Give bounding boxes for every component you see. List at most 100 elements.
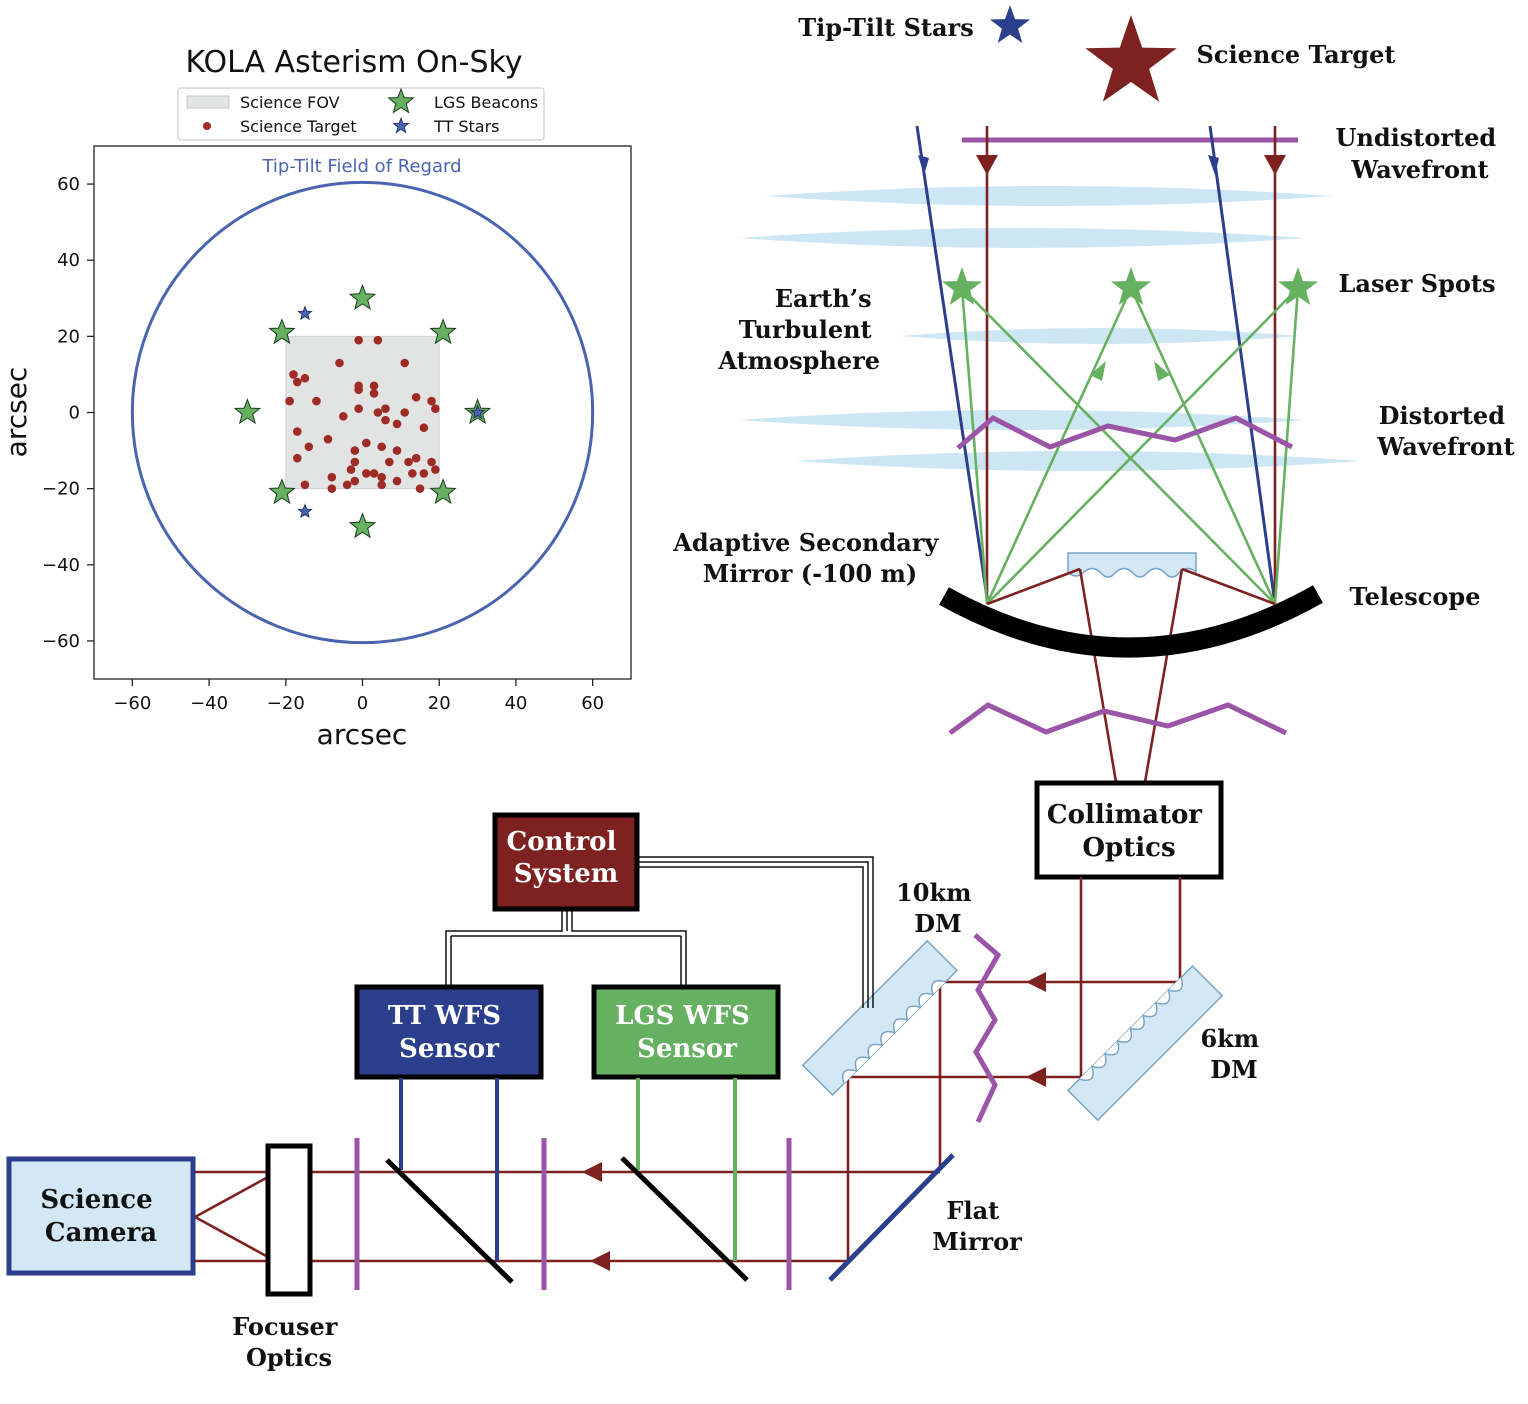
legend-fov-label: Science FOV bbox=[240, 93, 340, 112]
science-target-point bbox=[415, 484, 425, 493]
science-target-star-icon bbox=[1085, 15, 1177, 102]
focuser-label: Focuser Optics bbox=[232, 1312, 346, 1372]
collimator-box bbox=[1034, 780, 1224, 880]
laser-spot-star-icon bbox=[942, 267, 982, 305]
collimator-label: Collimator Optics bbox=[1047, 800, 1211, 863]
science-ray-left-arrow bbox=[976, 155, 998, 175]
legend-target-label: Science Target bbox=[240, 117, 357, 136]
laser-arrow-right bbox=[1154, 361, 1170, 381]
science-target-point bbox=[354, 404, 363, 413]
atmosphere-layer-5 bbox=[795, 451, 1362, 471]
x-axis-label: arcsec bbox=[317, 718, 408, 751]
x-tick-label: −40 bbox=[190, 693, 228, 714]
y-tick-label: 60 bbox=[57, 174, 80, 195]
lgs-beacon-star bbox=[429, 318, 457, 345]
science-target-point bbox=[377, 480, 386, 490]
science-camera-label: Science Camera bbox=[40, 1185, 161, 1248]
atmosphere-layer-3 bbox=[900, 328, 1300, 344]
tt-wfs-box bbox=[354, 984, 544, 1080]
lgs-beacon-star bbox=[348, 512, 377, 539]
y-tick-label: 40 bbox=[57, 250, 80, 271]
science-target-point bbox=[354, 385, 363, 394]
y-axis-label: arcsec bbox=[0, 367, 33, 458]
science-target-point bbox=[392, 476, 402, 486]
atmosphere-label: Earth’s Turbulent Atmosphere bbox=[717, 284, 880, 375]
distorted-label: Distorted Wavefront bbox=[1376, 401, 1514, 461]
beam-arrow-2 bbox=[1026, 1067, 1046, 1087]
atmosphere-layer-1 bbox=[765, 186, 1332, 206]
field-of-regard-circle bbox=[130, 180, 595, 645]
lgs-wfs-label: LGS WFS Sensor bbox=[615, 1001, 759, 1064]
dm-10km bbox=[801, 939, 959, 1097]
chart-legend: Science FOV Science Target LGS Beacons T… bbox=[177, 87, 545, 141]
tip-tilt-star-icon bbox=[990, 5, 1030, 43]
science-target-point bbox=[419, 423, 429, 433]
science-target-point bbox=[411, 453, 421, 463]
science-target-point bbox=[377, 472, 386, 482]
x-tick-label: 60 bbox=[581, 693, 604, 714]
science-target-point bbox=[400, 408, 409, 417]
beam-arrow-4 bbox=[590, 1251, 610, 1271]
lgs-wfs-box bbox=[591, 984, 781, 1080]
primary-mirror bbox=[939, 585, 1323, 658]
science-target-point bbox=[292, 453, 302, 463]
science-target-point bbox=[312, 396, 321, 406]
reflected-science-rays bbox=[986, 567, 1276, 783]
field-of-regard-label: Tip-Tilt Field of Regard bbox=[261, 156, 461, 177]
science-target-point bbox=[404, 457, 413, 467]
science-target-point bbox=[323, 434, 333, 444]
tip-tilt-stars-label: Tip-Tilt Stars bbox=[798, 13, 973, 42]
lgs-beacon-star bbox=[268, 318, 296, 345]
x-tick-label: −20 bbox=[267, 693, 305, 714]
science-target-point bbox=[427, 457, 436, 467]
legend-lgs-label: LGS Beacons bbox=[434, 93, 538, 112]
science-target-point bbox=[327, 472, 337, 482]
laser-spot-star-icon bbox=[1278, 267, 1318, 305]
science-target-point bbox=[342, 480, 352, 490]
legend-target-marker bbox=[203, 122, 211, 130]
science-target-point bbox=[427, 396, 436, 406]
science-target-point bbox=[369, 381, 379, 391]
top-star-icons bbox=[990, 5, 1177, 102]
control-wires bbox=[445, 856, 874, 1008]
laser-arrow-left bbox=[1090, 361, 1106, 381]
tt-star bbox=[297, 503, 313, 518]
tt-star bbox=[297, 305, 313, 321]
lgs-beacon-star bbox=[233, 398, 262, 425]
laser-spot-icons bbox=[942, 267, 1318, 305]
legend-tt-star-icon bbox=[392, 116, 410, 134]
science-target-point bbox=[346, 465, 356, 474]
science-target-point bbox=[392, 419, 402, 429]
legend-lgs-star-icon bbox=[387, 87, 415, 114]
tt-beamsplitter bbox=[385, 1158, 514, 1284]
science-target-point bbox=[362, 438, 371, 448]
science-target-point bbox=[373, 408, 383, 417]
x-tick-label: 20 bbox=[428, 693, 451, 714]
science-target-point bbox=[350, 446, 360, 455]
science-target-point bbox=[369, 389, 379, 398]
tt-ray-right-arrow bbox=[1208, 155, 1219, 175]
legend-fov-swatch bbox=[186, 95, 230, 109]
beam-arrow-1 bbox=[1026, 972, 1046, 992]
corrected-wavefront-lower bbox=[948, 702, 1288, 736]
control-system-label: Control System bbox=[507, 827, 626, 889]
adaptive-secondary-mirror bbox=[1067, 552, 1197, 578]
y-tick-label: −20 bbox=[42, 479, 80, 500]
y-tick-label: 20 bbox=[57, 326, 80, 347]
science-target-point bbox=[373, 335, 383, 345]
dm-6km bbox=[1066, 964, 1224, 1122]
flat-mirror bbox=[828, 1153, 955, 1282]
distorted-wavefront bbox=[956, 415, 1294, 450]
science-camera-box bbox=[6, 1156, 196, 1276]
dm6-label: 6km DM bbox=[1200, 1024, 1267, 1084]
science-target-point bbox=[381, 404, 390, 413]
asm-label: Adaptive Secondary Mirror (-100 m) bbox=[672, 528, 946, 588]
science-target-point bbox=[285, 396, 294, 406]
science-target-point bbox=[377, 442, 386, 452]
tt-wfs-label: TT WFS Sensor bbox=[388, 1001, 510, 1064]
lgs-beacon-star bbox=[348, 283, 377, 310]
science-target-point bbox=[350, 457, 360, 467]
science-target-point bbox=[300, 373, 310, 383]
